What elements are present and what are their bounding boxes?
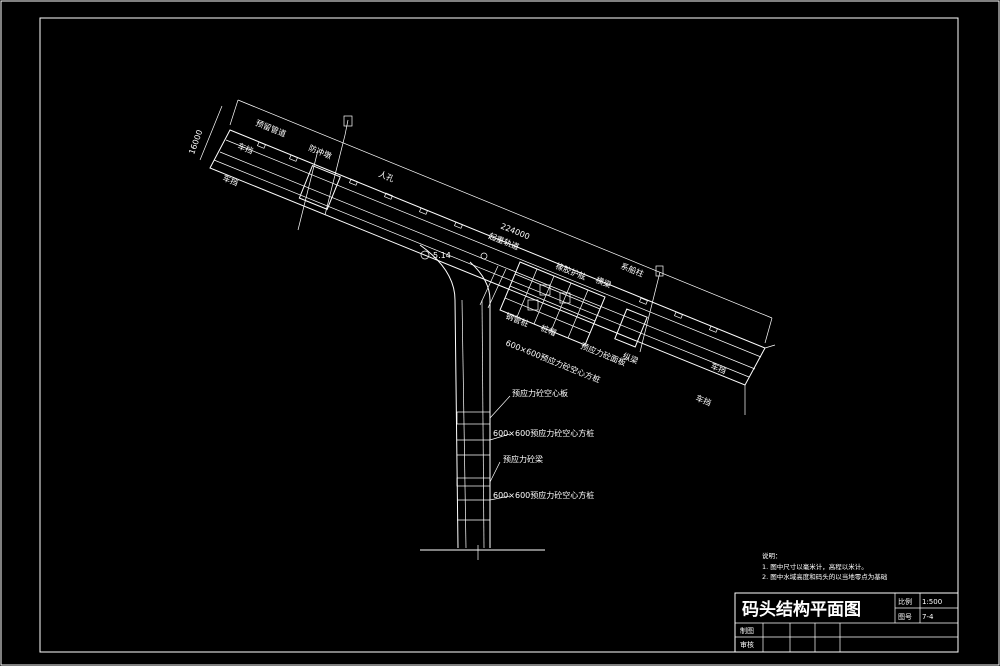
notes-heading: 说明： [762, 551, 782, 560]
pipe-gallery-label: 预留管道 [254, 118, 287, 139]
scale-label: 比例 [898, 597, 912, 606]
pile-cap-label: 桩帽 [539, 323, 558, 338]
trestle [419, 244, 545, 560]
notes-line: 2. 图中水域高度和码头的以当地零点为基础 [762, 572, 888, 581]
checked-by-label: 审核 [740, 640, 754, 649]
drawing-labels: 16000 224000 预留管道 防冲墩 车挡 车挡 人孔 起重轨道 5.14… [187, 118, 728, 500]
title-block: 码头结构平面图 比例 1:500 图号 7-4 制图 审核 [734, 592, 959, 653]
trestle-slab-label: 预应力砼空心板 [512, 388, 568, 398]
car-stop-label: 车挡 [236, 141, 255, 156]
trestle-pile-label: 600×600预应力砼空心方桩 [493, 490, 594, 500]
drawing-title: 码头结构平面图 [742, 599, 861, 620]
fender-label: 防冲墩 [307, 143, 333, 161]
bollard-label: 系船柱 [619, 261, 645, 279]
drawn-by-label: 制图 [740, 626, 754, 635]
notes: 说明： 1. 图中尺寸以毫米计，高程以米计。 2. 图中水域高度和码头的以当地零… [762, 551, 888, 581]
stair-label: 人孔 [377, 170, 395, 184]
slab-dock-label: 预应力砼面板 [579, 341, 627, 368]
trestle-pile-label: 600×600预应力砼空心方桩 [493, 428, 594, 438]
elevation-label: 5.14 [433, 251, 451, 260]
drawing-no-value: 7-4 [922, 613, 934, 621]
drawing-no-label: 图号 [898, 613, 912, 621]
grid-section [499, 261, 606, 346]
notes-line: 1. 图中尺寸以毫米计，高程以米计。 [762, 562, 868, 571]
wharf-platform [199, 99, 776, 415]
trestle-beam-label: 预应力砼梁 [503, 454, 543, 464]
width-dimension: 16000 [187, 129, 204, 156]
car-stop-label: 车挡 [221, 173, 240, 188]
crane-beam-label: 横梁 [594, 275, 613, 290]
steel-pile-label: 钢管桩 [504, 311, 530, 329]
inner-frame [39, 17, 959, 653]
car-stop-label: 车挡 [694, 393, 713, 408]
scale-value: 1:500 [922, 598, 942, 606]
car-stop-label: 车挡 [709, 361, 728, 376]
